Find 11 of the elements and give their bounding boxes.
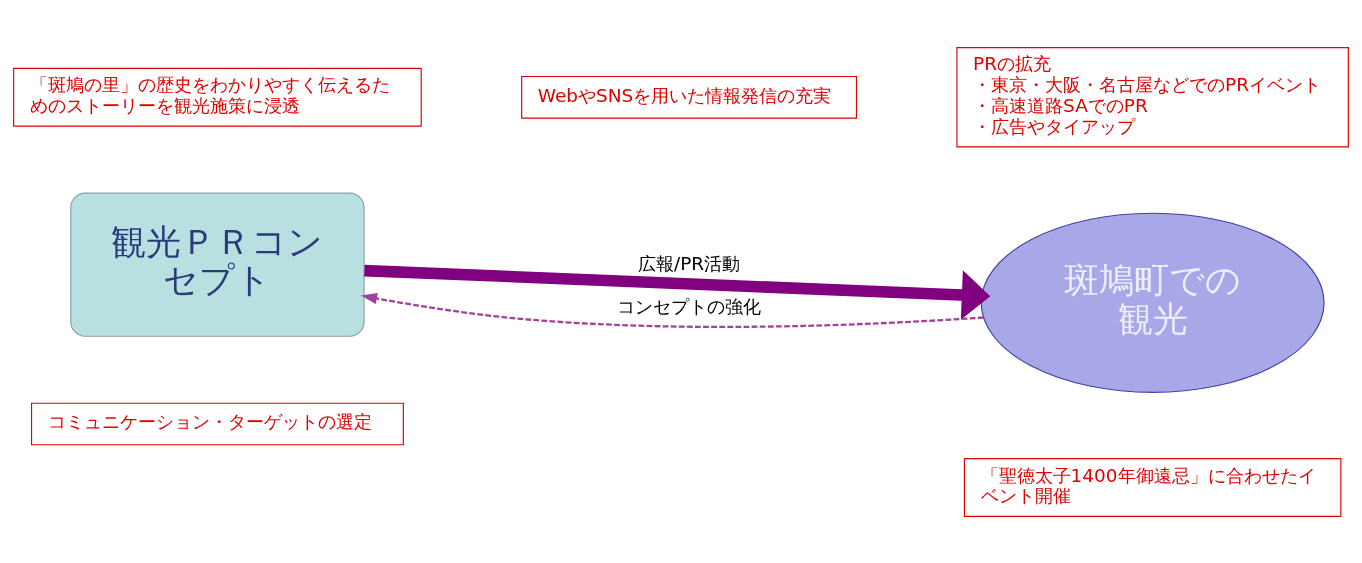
node-box: PRの拡充 ・東京・大阪・名古屋などでのPRイベント ・高速道路SAでのPR ・広告やタイアップ xyxy=(956,46,1349,147)
edge-label: コンセプトの強化 xyxy=(617,295,762,317)
node-box: コミュニケーション・ターゲットの選定 xyxy=(30,402,404,445)
node-box: 「斑鳩の里」の歴史をわかりやすく伝えるためのストーリーを観光施策に浸透 xyxy=(13,67,422,127)
node-box: WebやSNSを用いた情報発信の充実 xyxy=(521,75,858,119)
edge-label: 広報/PR活動 xyxy=(637,252,741,274)
node-box: 「聖徳太子1400年御遠忌」に合わせたイベント開催 xyxy=(963,457,1342,517)
arrow xyxy=(364,264,991,320)
arrow xyxy=(360,292,984,328)
node-box: 観光ＰＲコンセプト xyxy=(70,192,365,337)
node-ellipse: 斑鳩町での観光 xyxy=(980,212,1325,393)
